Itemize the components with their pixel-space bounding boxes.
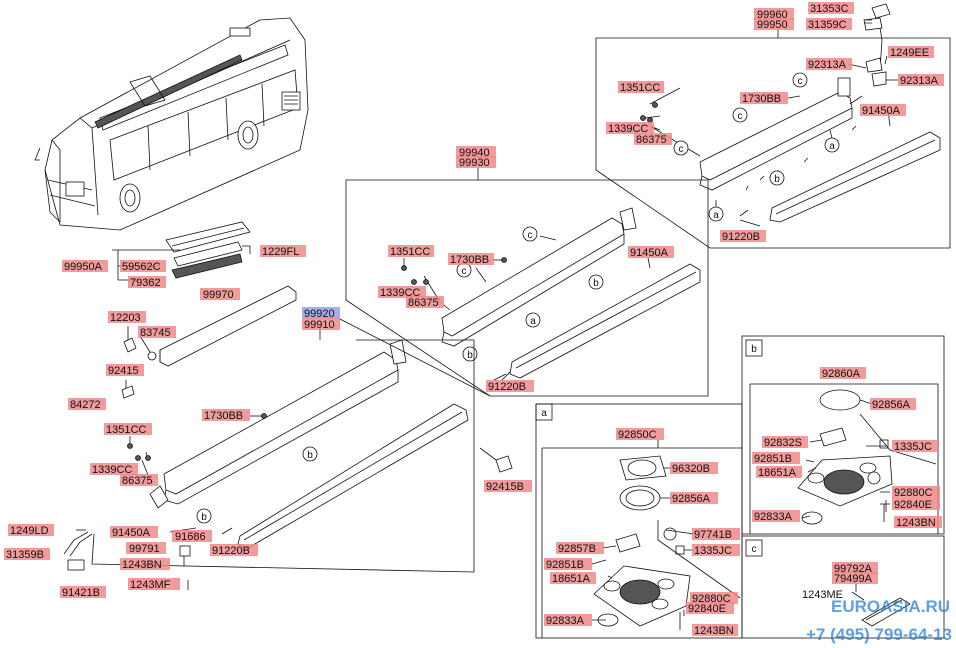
part-label-99930: 99930 (459, 157, 490, 169)
part-label-86375: 86375 (636, 134, 667, 146)
part-label-92857B: 92857B (558, 543, 596, 555)
sub-diagram-b: b (741, 335, 945, 535)
part-label-92856A: 92856A (672, 493, 711, 505)
part-label-91686: 91686 (175, 531, 206, 543)
part-label-1730BB: 1730BB (204, 410, 243, 422)
part-label-92832S: 92832S (764, 437, 802, 449)
marker-b: b (593, 278, 599, 289)
part-label-12203: 12203 (110, 312, 141, 324)
marker-b: b (201, 512, 207, 523)
marker-c: c (528, 230, 533, 241)
watermark: EUROASIA.RU +7 (495) 799-64-13 (806, 597, 952, 644)
part-label-31353C: 31353C (810, 3, 849, 15)
marker-b: b (774, 174, 780, 185)
part-label-86375: 86375 (122, 475, 153, 487)
watermark-phone: +7 (495) 799-64-13 (806, 625, 952, 644)
part-label-1229FL: 1229FL (262, 246, 299, 258)
part-label-79362: 79362 (130, 277, 161, 289)
part-label-1335JC: 1335JC (694, 545, 732, 557)
middle-group: c c b a b (345, 168, 709, 397)
part-label-59562C: 59562C (122, 261, 161, 273)
left-parts: b b (63, 221, 513, 590)
part-label-18651A: 18651A (758, 467, 797, 479)
marker-c: c (462, 266, 467, 277)
marker-a: a (829, 141, 835, 152)
part-label-84272: 84272 (70, 399, 101, 411)
part-label-92856A: 92856A (872, 399, 911, 411)
marker-a: a (530, 316, 536, 327)
part-label-83745: 83745 (140, 327, 171, 339)
part-label-91421B: 91421B (62, 587, 100, 599)
part-label-97741B: 97741B (694, 529, 732, 541)
part-label-92851B: 92851B (754, 453, 792, 465)
part-label-99910: 99910 (304, 319, 335, 331)
part-label-92415B: 92415B (486, 481, 524, 493)
part-label-1730BB: 1730BB (450, 254, 489, 266)
part-label-92850C: 92850C (618, 429, 657, 441)
part-label-92840E: 92840E (688, 603, 726, 615)
part-label-1249LD: 1249LD (10, 525, 49, 537)
watermark-brand: EUROASIA.RU (831, 597, 950, 616)
sub-diagram-a: a (535, 403, 743, 639)
part-label-1351CC: 1351CC (106, 424, 146, 436)
part-label-99791: 99791 (129, 543, 160, 555)
part-label-86375: 86375 (408, 297, 439, 309)
part-label-91450A: 91450A (630, 247, 669, 259)
part-label-92313A: 92313A (808, 59, 847, 71)
marker-c: c (679, 144, 684, 155)
part-label-1243ME: 1243ME (802, 589, 843, 601)
part-label-1339CC: 1339CC (92, 464, 132, 476)
top-right-group: c c c b a a (595, 3, 951, 249)
section-marker-b: b (751, 344, 757, 355)
part-label-1339CC: 1339CC (608, 123, 648, 135)
sub-diagram-c: c (741, 535, 945, 639)
marker-a: a (713, 210, 719, 221)
part-label-18651A: 18651A (552, 573, 591, 585)
part-label-91450A: 91450A (862, 105, 901, 117)
part-label-1335JC: 1335JC (894, 441, 932, 453)
part-label-92880C: 92880C (894, 487, 933, 499)
part-label-99950: 99950 (757, 19, 788, 31)
section-marker-a: a (541, 408, 547, 419)
part-label-92833A: 92833A (546, 615, 585, 627)
bus-illustration (34, 17, 309, 231)
marker-b: b (467, 350, 473, 361)
part-label-91220B: 91220B (488, 381, 526, 393)
part-label-92833A: 92833A (754, 511, 793, 523)
part-label-1249EE: 1249EE (890, 47, 929, 59)
part-label-92860A: 92860A (822, 368, 861, 380)
marker-c: c (798, 76, 803, 87)
part-label-91220B: 91220B (212, 545, 250, 557)
section-marker-c: c (752, 544, 757, 555)
part-label-1243MF: 1243MF (130, 579, 171, 591)
part-label-1243BN: 1243BN (896, 517, 936, 529)
part-label-99920-selected[interactable]: 99920 (304, 308, 335, 320)
part-label-92415: 92415 (108, 365, 139, 377)
part-label-31359C: 31359C (808, 19, 847, 31)
marker-c: c (738, 111, 743, 122)
part-label-31359B: 31359B (6, 549, 44, 561)
part-label-91220B: 91220B (722, 231, 760, 243)
part-label-1351CC: 1351CC (390, 246, 430, 258)
part-label-1243BN: 1243BN (122, 559, 162, 571)
part-label-92840E: 92840E (894, 499, 932, 511)
part-labels: 99960 99950 31353C 31359C 92313A 1249EE … (4, 2, 944, 637)
part-label-1243BN: 1243BN (694, 625, 734, 637)
part-label-99950A: 99950A (64, 261, 103, 273)
marker-b: b (307, 450, 313, 461)
part-label-1730BB: 1730BB (742, 93, 781, 105)
part-label-1351CC: 1351CC (620, 82, 660, 94)
part-label-79499A: 79499A (834, 573, 873, 585)
part-label-92851B: 92851B (546, 559, 584, 571)
part-label-99970: 99970 (203, 289, 234, 301)
part-label-91450A: 91450A (112, 527, 151, 539)
part-label-96320B: 96320B (672, 463, 710, 475)
part-label-92313A: 92313A (900, 75, 939, 87)
